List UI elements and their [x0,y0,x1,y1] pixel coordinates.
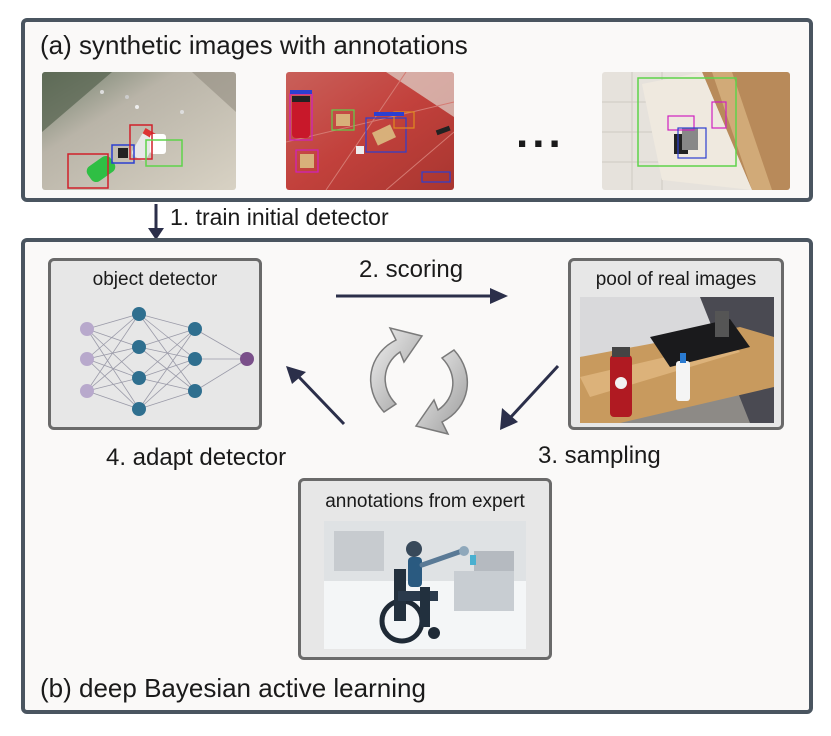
wheelchair-robot-image [324,521,526,649]
pool-of-real-images-box: pool of real images [568,258,784,430]
cycle-icon [369,326,469,436]
pool-title: pool of real images [595,269,757,290]
synthetic-image-1 [42,72,236,190]
scoring-arrow [336,288,508,304]
neural-network-diagram [80,307,254,416]
object-detector-title: object detector [92,269,218,290]
object-detector-box: object detector [48,258,262,430]
synthetic-panel-title: (a) synthetic images with annotations [40,30,468,60]
train-arrow [148,204,164,240]
adapt-step-label: 4. adapt detector [106,444,287,471]
sampling-step-label: 3. sampling [538,442,661,469]
active-learning-title: (b) deep Bayesian active learning [40,673,426,703]
train-step-label: 1. train initial detector [170,204,389,230]
sampling-arrow [500,364,560,430]
synthetic-image-3 [602,72,790,190]
adapt-arrow [286,366,346,426]
real-kitchen-image [580,297,774,423]
expert-annotations-box: annotations from expert [298,478,552,660]
scoring-step-label: 2. scoring [359,256,464,283]
expert-title: annotations from expert [325,491,525,512]
synthetic-image-2 [286,72,454,190]
more-images-ellipsis: ... [516,108,565,157]
